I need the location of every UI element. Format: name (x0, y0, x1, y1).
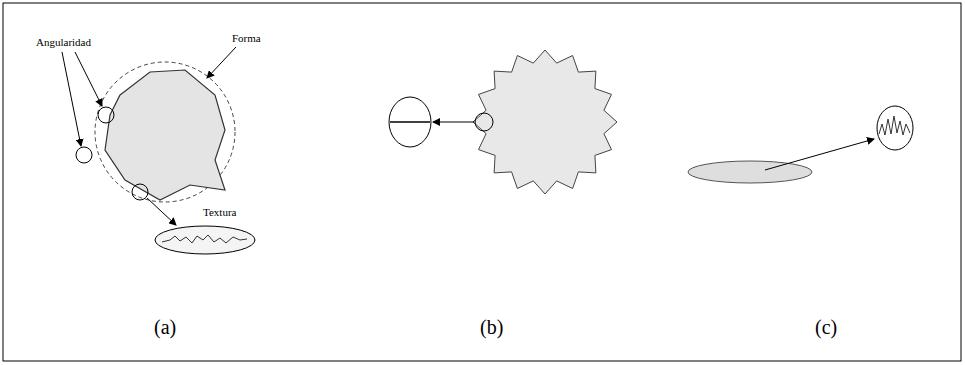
panel-label: (b) (480, 316, 503, 338)
particle-b (389, 50, 617, 194)
particle-c (688, 106, 913, 183)
panel-label: (c) (815, 316, 837, 338)
particle-a (62, 47, 255, 254)
panel-label: (a) (154, 316, 176, 338)
angularity-label: Angularidad (36, 36, 91, 48)
shape-label: Forma (232, 32, 261, 44)
texture-label: Textura (203, 206, 236, 218)
frame (3, 3, 961, 361)
